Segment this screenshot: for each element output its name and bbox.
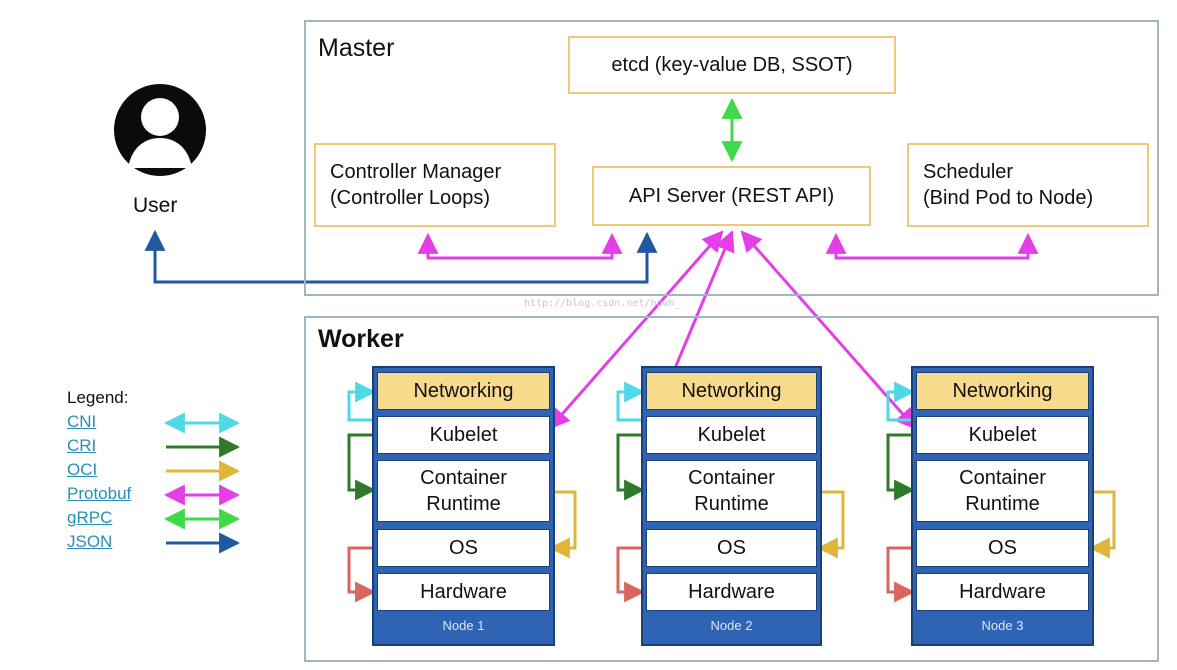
user-avatar[interactable] (108, 84, 212, 176)
node2-hardware[interactable]: Hardware (646, 573, 817, 611)
node1-cri-arrow (347, 433, 377, 501)
node1-hardware[interactable]: Hardware (377, 573, 550, 611)
api-kubelet3-arrow (740, 230, 917, 430)
node1-kubelet[interactable]: Kubelet (377, 416, 550, 454)
etcd-box[interactable]: etcd (key-value DB, SSOT) (568, 36, 896, 94)
node2-hw-arrow (616, 546, 646, 603)
node3-os[interactable]: OS (916, 529, 1089, 567)
scheduler-sublabel: (Bind Pod to Node) (923, 187, 1094, 209)
node1-label: Node 1 (442, 618, 485, 633)
node3-hw-arrow (886, 546, 916, 603)
controller-manager-box[interactable]: Controller Manager (Controller Loops) (314, 143, 556, 227)
node1-os[interactable]: OS (377, 529, 550, 567)
node3-cni-arrow (886, 381, 916, 422)
scheduler-box[interactable]: Scheduler (Bind Pod to Node) (907, 143, 1149, 227)
legend-protobuf[interactable]: Protobuf (67, 484, 132, 503)
node3-label: Node 3 (981, 618, 1024, 633)
node1-hw-arrow (347, 546, 377, 603)
node3-oci-arrow (1088, 490, 1116, 559)
node2-label: Node 2 (710, 618, 753, 633)
api-server-label: API Server (REST API) (628, 185, 835, 207)
worker-panel (304, 316, 1159, 662)
controller-manager-label: Controller Manager (330, 161, 502, 183)
controller-manager-sublabel: (Controller Loops) (330, 187, 491, 209)
watermark: http://blog.csdn.net/huwh_ (524, 298, 681, 309)
node2-cri-arrow (616, 433, 646, 501)
node3-hardware[interactable]: Hardware (916, 573, 1089, 611)
legend-cni[interactable]: CNI (67, 412, 97, 431)
user-label: User (133, 194, 178, 217)
node2-kubelet[interactable]: Kubelet (646, 416, 817, 454)
legend-oci[interactable]: OCI (67, 460, 98, 479)
legend-title: Legend: (67, 388, 129, 407)
node2-os[interactable]: OS (646, 529, 817, 567)
legend-grpc[interactable]: gRPC (67, 508, 113, 527)
worker-title: Worker (318, 325, 404, 353)
node2-oci-arrow (816, 490, 845, 559)
node3-cri-arrow (886, 433, 916, 501)
node1-cni-arrow (347, 381, 377, 422)
api-server-box[interactable]: API Server (REST API) (592, 166, 871, 226)
node2-networking[interactable]: Networking (646, 372, 817, 410)
user-icon (114, 84, 206, 176)
legend-json[interactable]: JSON (67, 532, 113, 551)
etcd-label: etcd (key-value DB, SSOT) (611, 54, 853, 76)
node1-networking[interactable]: Networking (377, 372, 550, 410)
legend-cri[interactable]: CRI (67, 436, 97, 455)
scheduler-label: Scheduler (923, 161, 1014, 183)
node3-kubelet[interactable]: Kubelet (916, 416, 1089, 454)
node1-oci-arrow (548, 490, 577, 559)
node3-networking[interactable]: Networking (916, 372, 1089, 410)
node2-cni-arrow (616, 381, 646, 422)
master-title: Master (318, 34, 395, 62)
master-panel (304, 20, 1159, 296)
